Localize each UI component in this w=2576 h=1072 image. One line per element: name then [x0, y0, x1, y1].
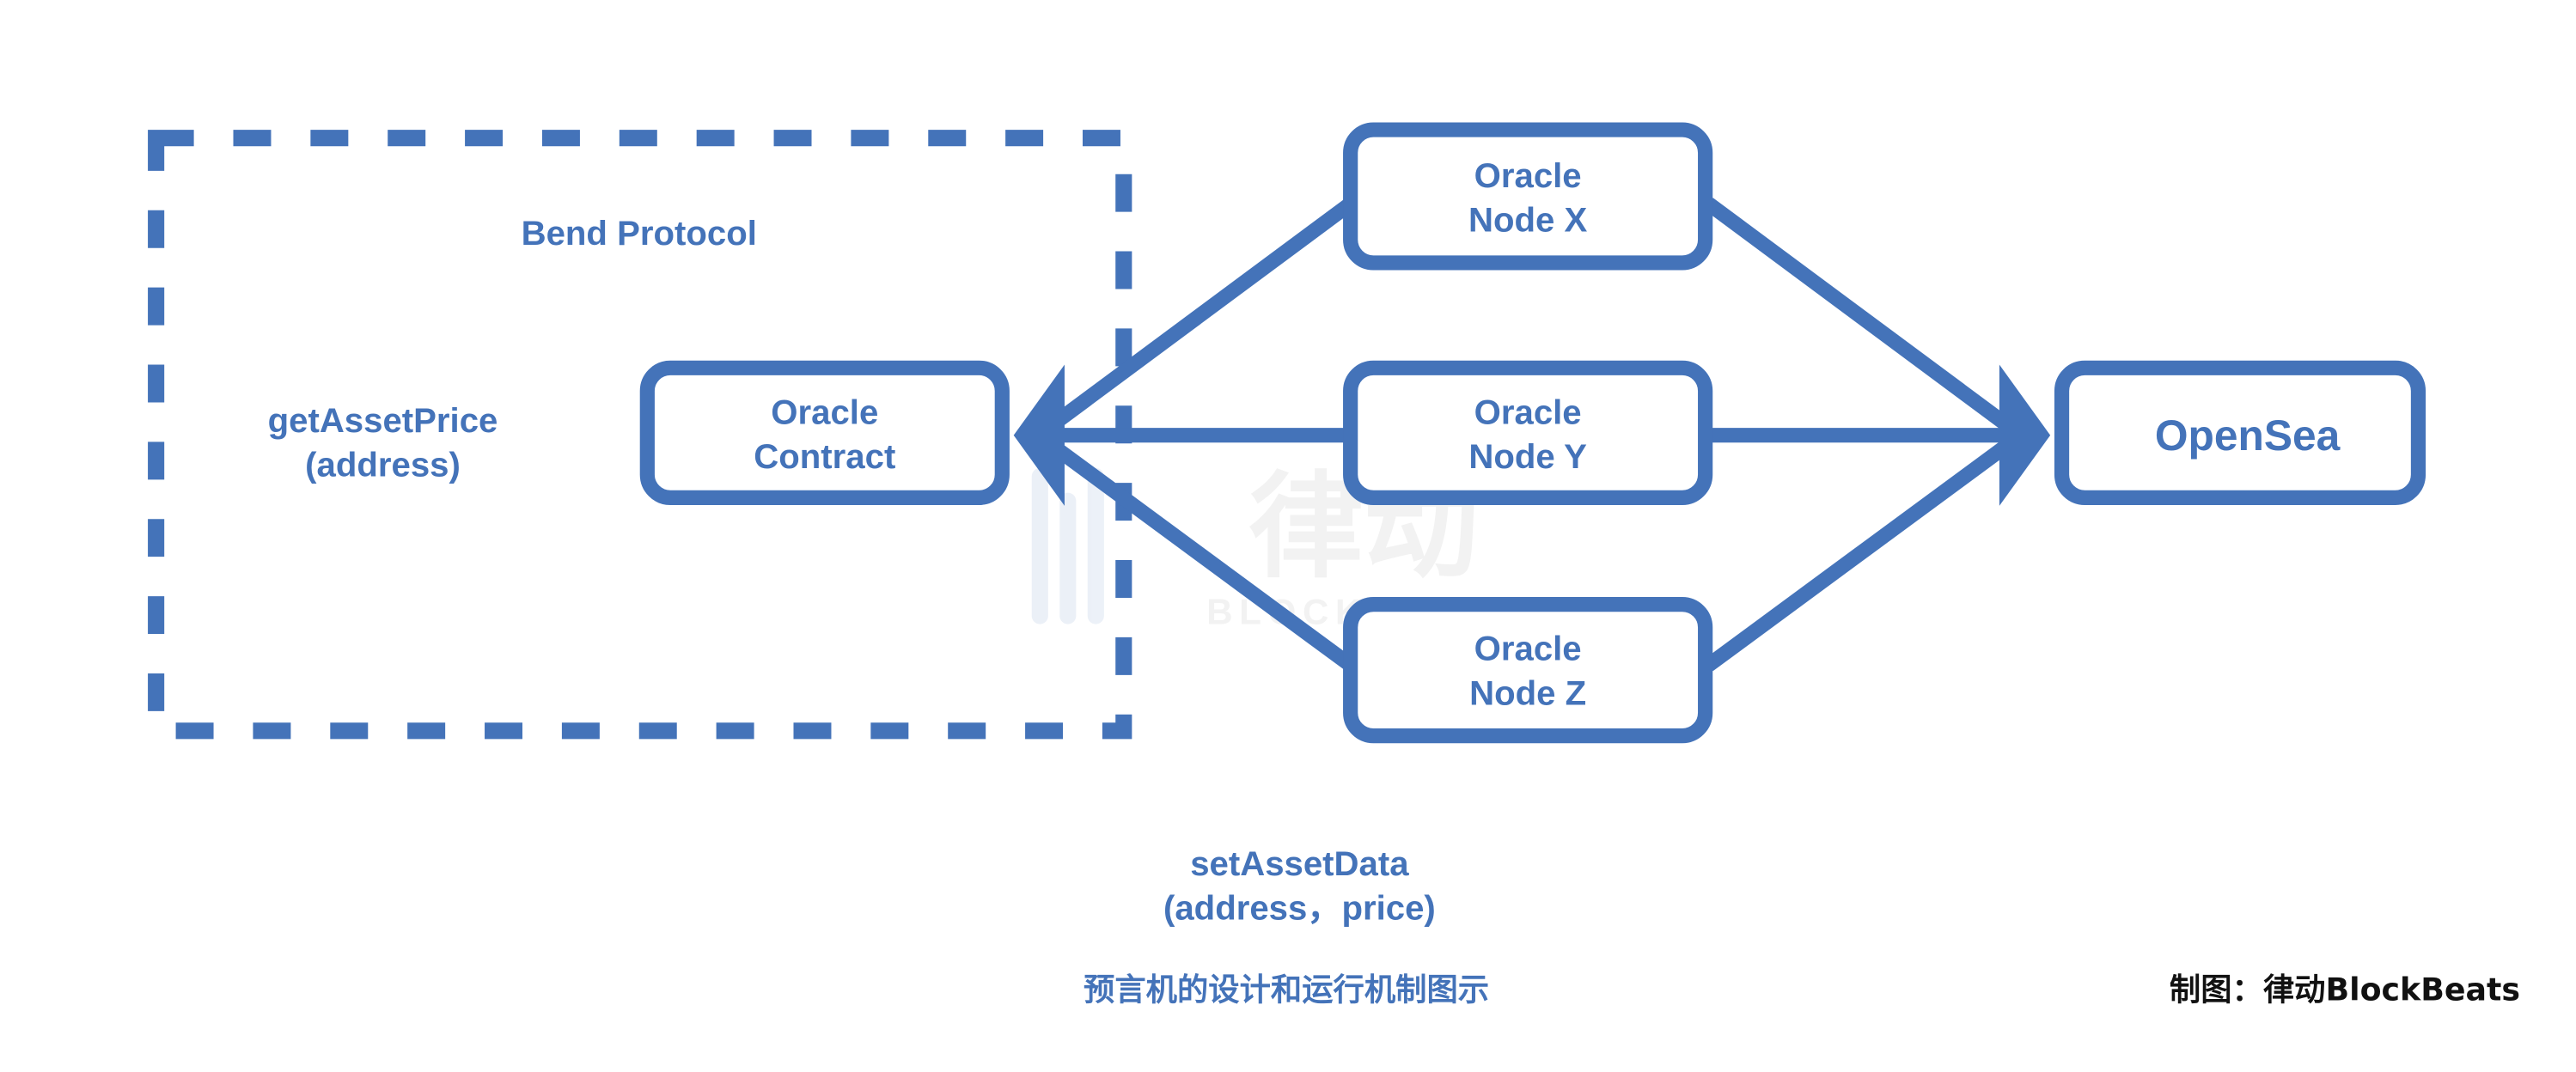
arrow-nodex-to-opensea — [1704, 198, 2025, 442]
oracle-node-y-box: Oracle Node Y — [1343, 360, 1713, 505]
oracle-node-x-box: Oracle Node X — [1343, 122, 1713, 271]
svg-text:Node Z: Node Z — [1469, 673, 1586, 712]
bend-protocol-label: Bend Protocol — [522, 214, 757, 253]
svg-text:Oracle: Oracle — [1474, 630, 1582, 668]
svg-text:Oracle: Oracle — [1474, 156, 1582, 195]
svg-text:Contract: Contract — [754, 437, 895, 476]
arrow-nodex-to-contract — [1034, 198, 1355, 442]
get-asset-price-args: (address) — [305, 445, 461, 484]
diagram-caption: 预言机的设计和运行机制图示 — [1084, 971, 1489, 1007]
opensea-box: OpenSea — [2054, 360, 2426, 505]
arrow-nodez-to-opensea — [1704, 429, 2025, 672]
get-asset-price-label: getAssetPrice — [268, 401, 498, 440]
svg-text:Oracle: Oracle — [771, 393, 878, 431]
arrowhead-left-icon — [1013, 364, 1065, 506]
credit-text: 制图：律动BlockBeats — [2170, 971, 2520, 1008]
oracle-node-z-box: Oracle Node Z — [1343, 597, 1713, 744]
svg-text:Node X: Node X — [1468, 201, 1588, 240]
svg-text:OpenSea: OpenSea — [2155, 411, 2341, 460]
set-asset-data-args: (address，price) — [1163, 889, 1436, 928]
arrowhead-right-icon — [1999, 364, 2051, 506]
svg-text:Oracle: Oracle — [1474, 393, 1582, 431]
svg-text:Node Y: Node Y — [1468, 437, 1587, 476]
oracle-contract-box: Oracle Contract — [639, 360, 1010, 505]
set-asset-data-label: setAssetData — [1190, 844, 1409, 883]
arrow-nodez-to-contract — [1034, 429, 1355, 672]
connectors — [1013, 198, 2051, 672]
